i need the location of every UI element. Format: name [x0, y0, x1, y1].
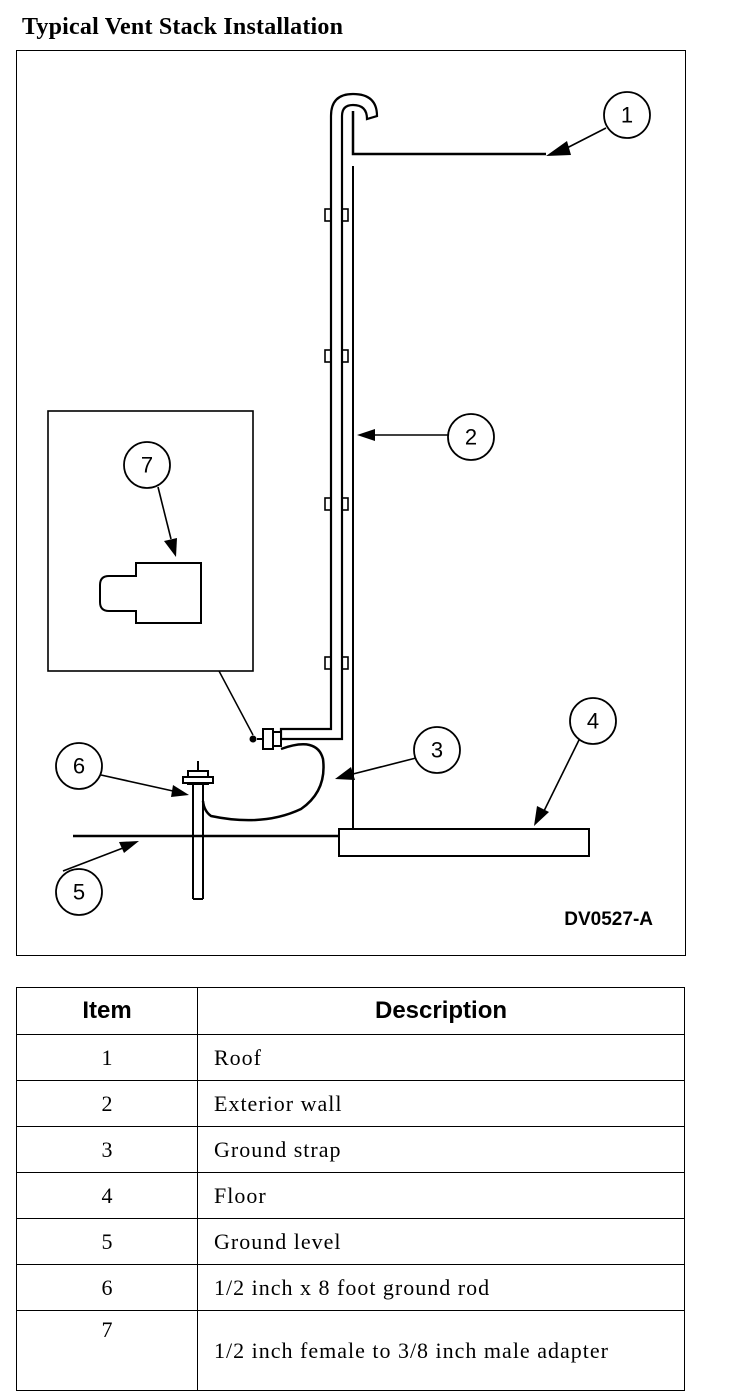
callout-circle-3 — [413, 726, 461, 774]
item-number: 5 — [16, 1218, 198, 1265]
item-number: 3 — [16, 1126, 198, 1173]
item-description: Floor — [197, 1172, 685, 1219]
callout-circle-5 — [55, 868, 103, 916]
callout-label-7: 7 — [141, 453, 153, 478]
callout-label-1: 1 — [621, 103, 633, 128]
item-description: Ground level — [197, 1218, 685, 1265]
table-row: 3 Ground strap — [16, 1126, 685, 1173]
inset-leader — [218, 670, 254, 736]
table-row: 2 Exterior wall — [16, 1080, 685, 1127]
ground-rod — [182, 761, 214, 900]
floor — [338, 828, 590, 857]
callout-label-4: 4 — [587, 709, 599, 734]
item-description: 1/2 inch female to 3/8 inch male adapter — [197, 1310, 685, 1391]
adapter — [257, 728, 282, 750]
callout-label-6: 6 — [73, 754, 85, 779]
roof-line — [351, 111, 546, 156]
callout-circle-4 — [569, 697, 617, 745]
callout-circle-7 — [123, 441, 171, 489]
table-row: 6 1/2 inch x 8 foot ground rod — [16, 1264, 685, 1311]
item-number: 2 — [16, 1080, 198, 1127]
pipe-clamps — [324, 208, 349, 670]
item-number: 1 — [16, 1034, 198, 1081]
legend-header-row: Item Description — [16, 987, 685, 1035]
item-number: 6 — [16, 1264, 198, 1311]
callout-label-2: 2 — [465, 425, 477, 450]
item-number: 7 — [16, 1310, 198, 1391]
item-column-header: Item — [16, 987, 198, 1035]
description-column-header: Description — [197, 987, 685, 1035]
table-row: 5 Ground level — [16, 1218, 685, 1265]
vent-stack-diagram: 1 2 3 4 5 6 7 DV0527-A — [16, 50, 686, 956]
page-title: Typical Vent Stack Installation — [22, 14, 344, 40]
item-number: 4 — [16, 1172, 198, 1219]
ground-strap — [201, 743, 325, 822]
adapter-detail — [99, 562, 202, 624]
callout-circle-2 — [447, 413, 495, 461]
table-row: 7 1/2 inch female to 3/8 inch male adapt… — [16, 1310, 685, 1391]
item-description: Ground strap — [197, 1126, 685, 1173]
figure-code: DV0527-A — [564, 909, 653, 930]
legend-table: Item Description 1 Roof 2 Exterior wall … — [16, 987, 685, 1391]
table-row: 1 Roof — [16, 1034, 685, 1081]
vent-pipe — [279, 92, 379, 741]
item-description: Exterior wall — [197, 1080, 685, 1127]
item-description: 1/2 inch x 8 foot ground rod — [197, 1264, 685, 1311]
callout-circle-6 — [55, 742, 103, 790]
adapter-inset-box — [47, 410, 254, 672]
callout-circle-1 — [603, 91, 651, 139]
callout-label-5: 5 — [73, 880, 85, 905]
callout-label-3: 3 — [431, 738, 443, 763]
item-description: Roof — [197, 1034, 685, 1081]
table-row: 4 Floor — [16, 1172, 685, 1219]
